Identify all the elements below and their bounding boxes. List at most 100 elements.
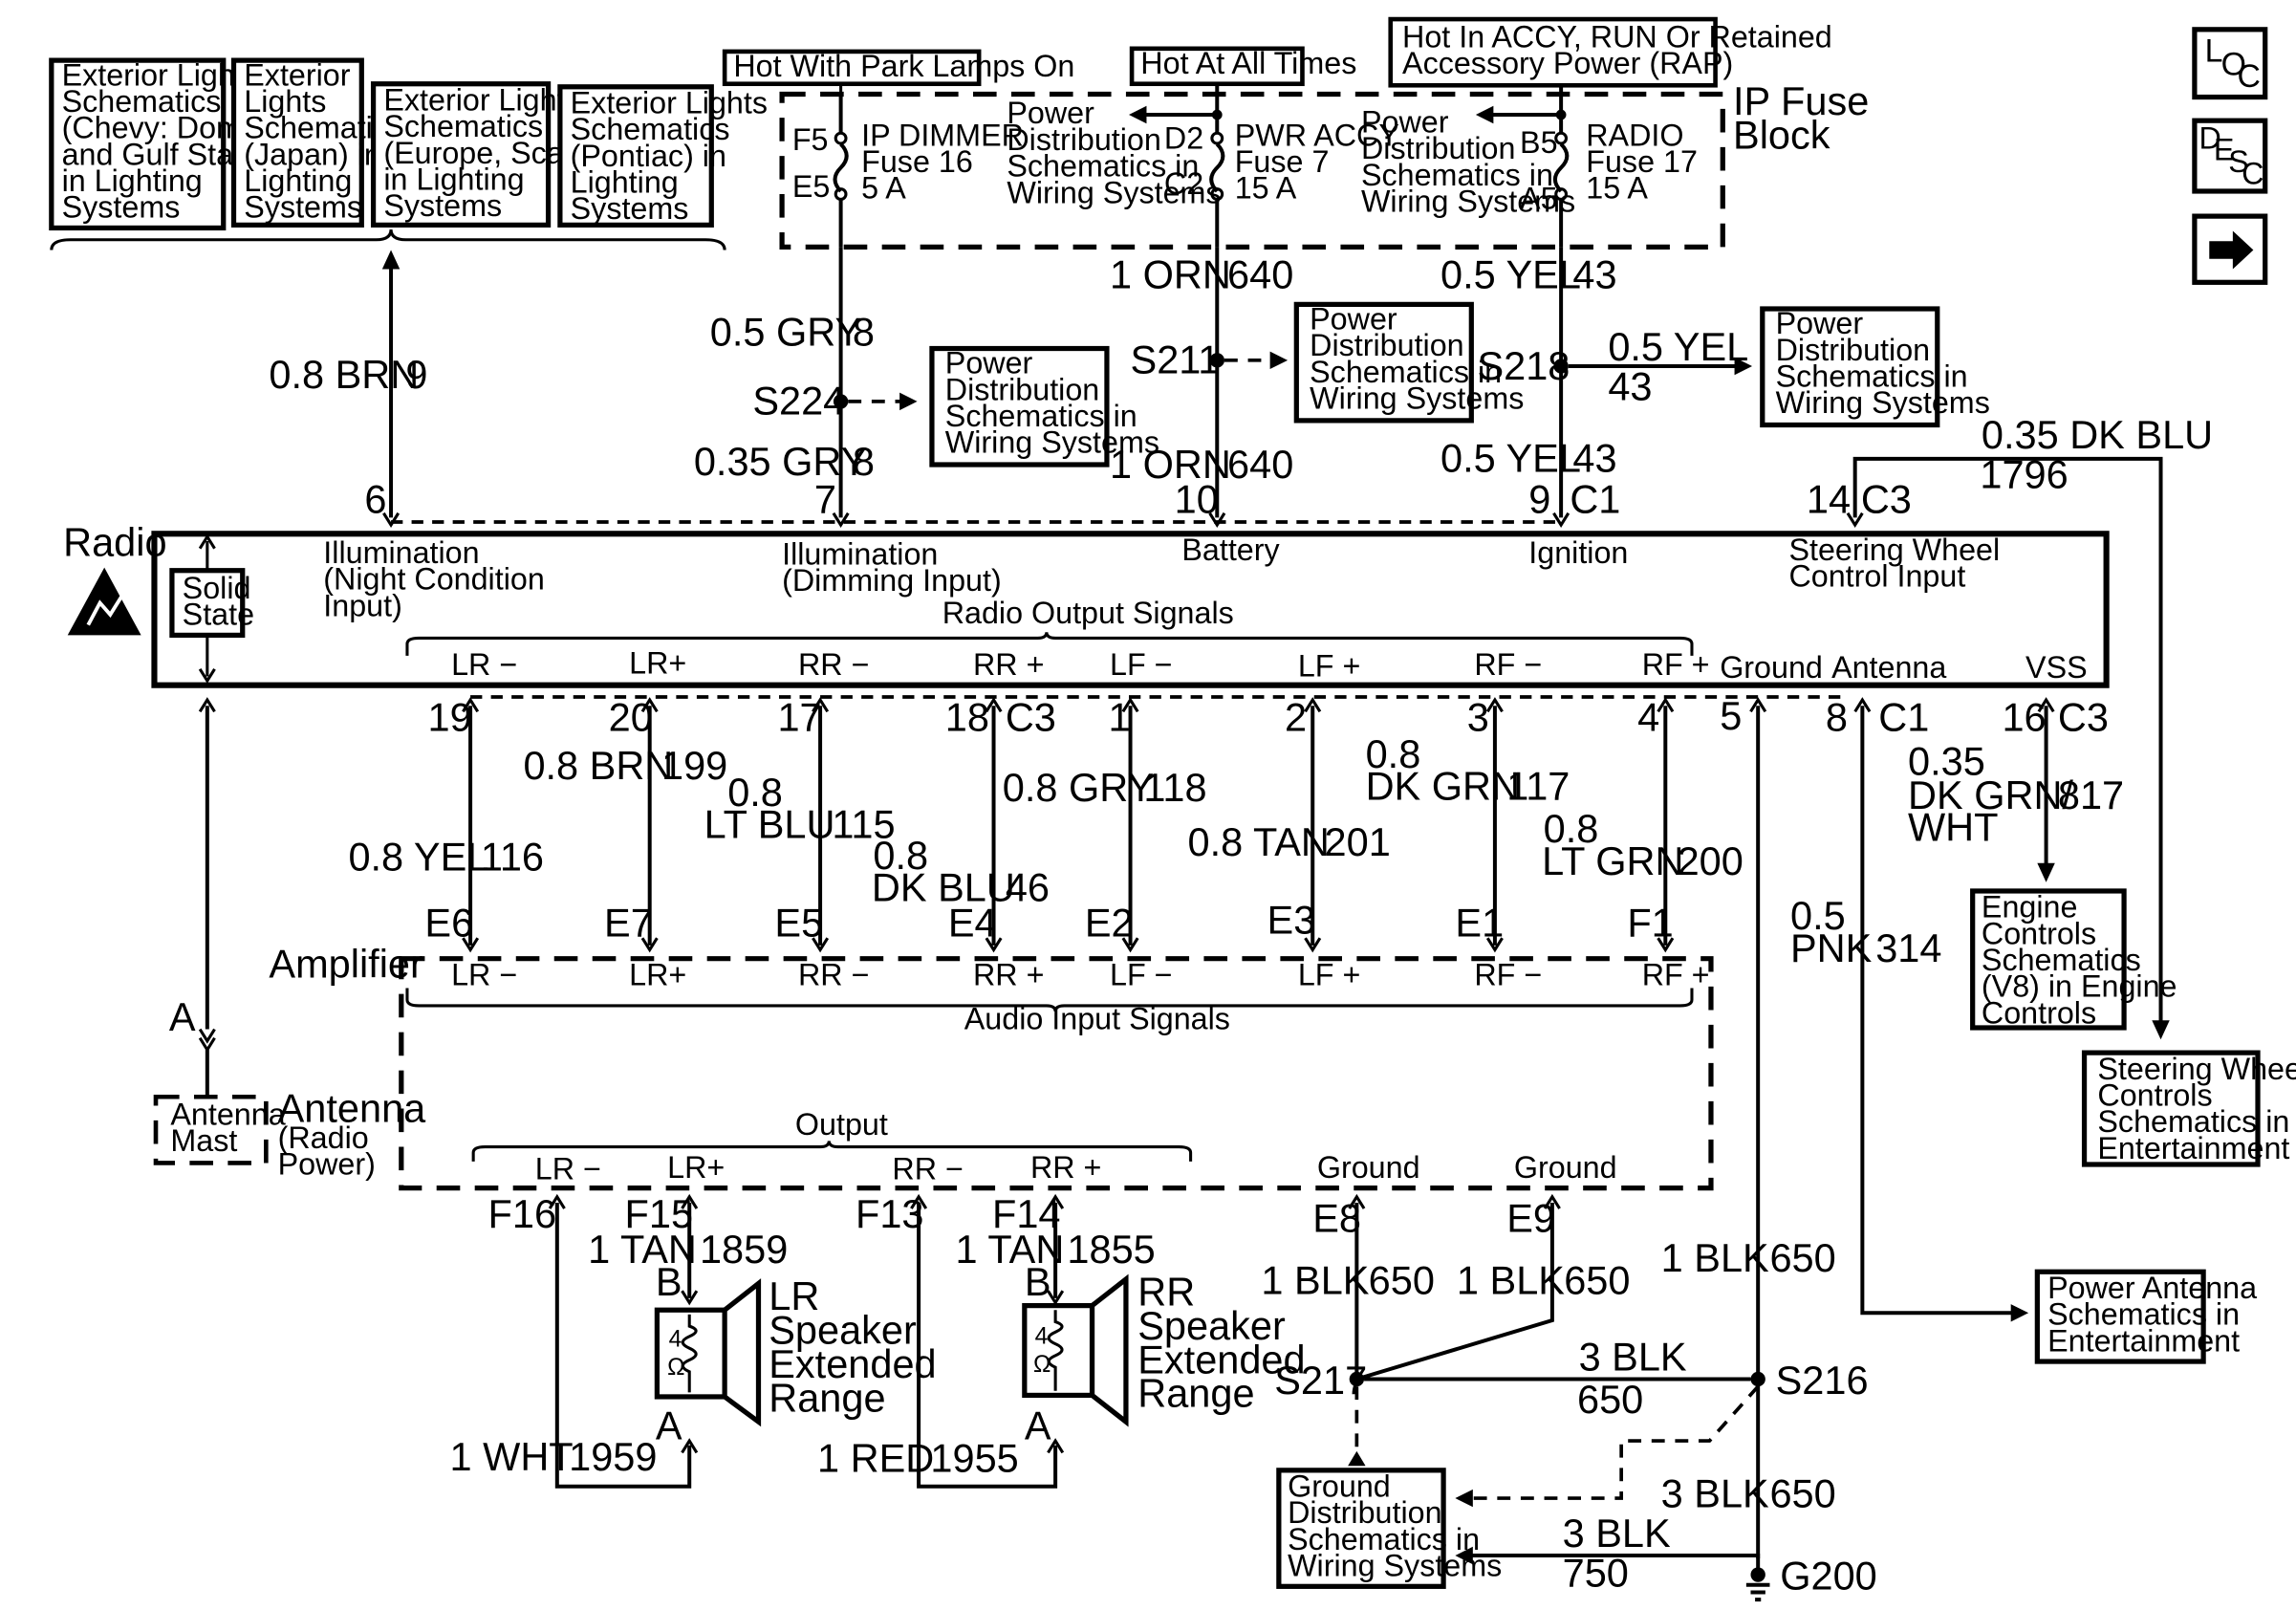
- loc-button[interactable]: L O C: [2192, 27, 2268, 100]
- ext-lights-brace: [50, 228, 726, 250]
- svg-text:A5: A5: [1520, 181, 1558, 215]
- svg-text:Distribution: Distribution: [1007, 122, 1160, 157]
- svg-text:14: 14: [1807, 477, 1851, 522]
- output-signals-brace: [405, 632, 1694, 656]
- svg-text:S216: S216: [1776, 1358, 1869, 1403]
- svg-text:200: 200: [1678, 838, 1744, 883]
- illum-dim-label: Illumination (Dimming Input): [782, 537, 1002, 598]
- svg-text:Entertainment: Entertainment: [2047, 1323, 2240, 1358]
- svg-text:LR −: LR −: [535, 1151, 601, 1186]
- svg-text:Ground: Ground: [1317, 1150, 1420, 1185]
- svg-text:46: 46: [1006, 865, 1050, 910]
- svg-text:1 BLK: 1 BLK: [1261, 1257, 1369, 1302]
- ref-power-antenna[interactable]: Power Antenna Schematics in Entertainmen…: [2034, 1269, 2257, 1364]
- svg-text:Schematics in: Schematics in: [945, 399, 1137, 433]
- svg-text:1 WHT: 1 WHT: [450, 1434, 574, 1479]
- radio-output-signals-label: Radio Output Signals: [942, 596, 1234, 630]
- svg-text:Distribution: Distribution: [945, 372, 1099, 406]
- wire-vss-817: 0.35 DK GRN/ WHT 817: [1908, 697, 2124, 882]
- svg-text:6: 6: [364, 477, 386, 522]
- svg-text:Power Antenna: Power Antenna: [2047, 1271, 2257, 1305]
- audio-input-label: Audio Input Signals: [964, 1002, 1230, 1036]
- svg-text:Speaker: Speaker: [769, 1308, 917, 1353]
- svg-text:1 TAN: 1 TAN: [956, 1227, 1065, 1272]
- ref-ext-lights-pontiac[interactable]: Exterior Lights Schematics (Pontiac) in …: [557, 84, 768, 228]
- svg-text:Wiring Systems: Wiring Systems: [1310, 381, 1524, 416]
- svg-text:Range: Range: [1137, 1371, 1254, 1416]
- svg-text:0.35: 0.35: [1908, 738, 1985, 783]
- ip-fuse-block-title-2: Block: [1733, 112, 1830, 157]
- ref-power-dist-b5[interactable]: Power Distribution Schematics in Wiring …: [1361, 104, 1575, 218]
- ref-ground-distribution[interactable]: Ground Distribution Schematics in Wiring…: [1276, 1468, 1502, 1589]
- svg-text:IP DIMMER: IP DIMMER: [861, 118, 1024, 152]
- svg-text:Wiring Systems: Wiring Systems: [1361, 185, 1575, 219]
- rr-speaker-label: RR Speaker Extended Range: [1137, 1270, 1305, 1416]
- svg-text:7: 7: [814, 477, 836, 522]
- wire-brn-9: 0.8 BRN 9: [269, 250, 428, 518]
- svg-text:A: A: [1025, 1403, 1051, 1448]
- svg-text:Systems: Systems: [571, 191, 689, 226]
- svg-text:E5: E5: [774, 901, 823, 946]
- ref-engine-controls[interactable]: Engine Controls Schematics (V8) in Engin…: [1970, 888, 2177, 1031]
- ref-ext-lights-europe[interactable]: Exterior Lights Schematics (Europe, Scan…: [370, 81, 609, 228]
- svg-text:(Pontiac) in: (Pontiac) in: [571, 139, 726, 173]
- splice-s218: [1553, 359, 1569, 374]
- ref-power-dist-s218[interactable]: Power Distribution Schematics in Wiring …: [1760, 306, 1990, 428]
- svg-text:1796: 1796: [1980, 452, 2068, 497]
- svg-text:43: 43: [1608, 363, 1652, 408]
- svg-text:0.8: 0.8: [873, 833, 928, 878]
- svg-text:Input): Input): [323, 588, 402, 622]
- svg-text:Schematics in: Schematics in: [1007, 149, 1199, 184]
- svg-text:20: 20: [609, 694, 653, 739]
- svg-text:Schematics in: Schematics in: [1776, 359, 1968, 394]
- svg-text:DK GRN: DK GRN: [1366, 764, 1520, 809]
- lr-speaker-icon: 4 Ω: [654, 1278, 762, 1427]
- svg-text:9: 9: [1528, 477, 1550, 522]
- svg-text:DK BLU: DK BLU: [872, 865, 1015, 910]
- svg-text:8: 8: [853, 309, 875, 354]
- svg-text:650: 650: [1564, 1257, 1630, 1302]
- svg-text:(Chevy: Dom: (Chevy: Dom: [62, 111, 242, 145]
- svg-text:3 BLK: 3 BLK: [1661, 1470, 1769, 1515]
- radio-vss-label: VSS: [2025, 650, 2088, 685]
- svg-text:S211: S211: [1131, 337, 1221, 382]
- svg-text:RR −: RR −: [892, 1151, 963, 1186]
- svg-text:43: 43: [1572, 251, 1616, 296]
- ref-power-dist-s224[interactable]: Power Distribution Schematics in Wiring …: [929, 346, 1159, 468]
- svg-text:0.5 YEL: 0.5 YEL: [1440, 436, 1581, 481]
- wire-pnk-314: 0.5 PNK 314: [1790, 697, 2029, 1322]
- radio-ground-label: Ground: [1720, 650, 1823, 685]
- svg-text:0.35 DK BLU: 0.35 DK BLU: [1982, 412, 2213, 457]
- ref-power-dist-d2[interactable]: Power Distribution Schematics in Wiring …: [1007, 96, 1221, 209]
- svg-text:LR: LR: [769, 1273, 819, 1318]
- ref-steering-controls[interactable]: Steering Wheel Controls Schematics in En…: [2081, 1050, 2296, 1167]
- ref-ext-lights-chevy[interactable]: Exterior Lights Schematics (Chevy: Dom a…: [49, 57, 285, 231]
- ref-ext-lights-japan[interactable]: Exterior Lights Schematics (Japan) in Li…: [230, 57, 404, 228]
- svg-text:Mast: Mast: [170, 1123, 237, 1158]
- svg-text:4: 4: [1035, 1324, 1049, 1350]
- desc-button[interactable]: D E S C: [2192, 118, 2268, 194]
- next-page-button[interactable]: [2192, 213, 2268, 285]
- svg-text:E3: E3: [1267, 898, 1316, 943]
- svg-text:PWR ACCY: PWR ACCY: [1235, 118, 1399, 152]
- radio-output-signal-labels: LR − LR+ RR − RR + LF − LF + RF − RF +: [451, 645, 1709, 683]
- antenna-label: Antenna (Radio Power): [278, 1085, 427, 1181]
- amplifier-title: Amplifier: [269, 942, 423, 987]
- svg-text:G200: G200: [1780, 1553, 1877, 1598]
- ref-power-dist-s211[interactable]: Power Distribution Schematics in Wiring …: [1293, 302, 1524, 424]
- amplifier-input-labels: LR − LR+ RR − RR + LF − LF + RF − RF +: [451, 957, 1709, 991]
- svg-text:2: 2: [1285, 694, 1307, 739]
- wire-gry-8: 0.5 GRY 8 S224 0.35 GRY 8: [694, 247, 918, 518]
- svg-text:3: 3: [1467, 694, 1489, 739]
- ip-fuse-block-title: IP Fuse: [1733, 78, 1869, 123]
- svg-text:DK GRN/: DK GRN/: [1908, 772, 2073, 817]
- radio-title: Radio: [63, 519, 166, 564]
- radio-module: [151, 531, 2110, 688]
- svg-text:Lights: Lights: [244, 84, 326, 119]
- svg-text:0.8: 0.8: [727, 770, 783, 815]
- svg-text:Ground: Ground: [1514, 1150, 1617, 1185]
- svg-text:F15: F15: [625, 1191, 694, 1236]
- svg-text:1 ORN: 1 ORN: [1110, 251, 1231, 296]
- svg-text:640: 640: [1227, 442, 1293, 487]
- svg-text:5: 5: [1720, 693, 1742, 738]
